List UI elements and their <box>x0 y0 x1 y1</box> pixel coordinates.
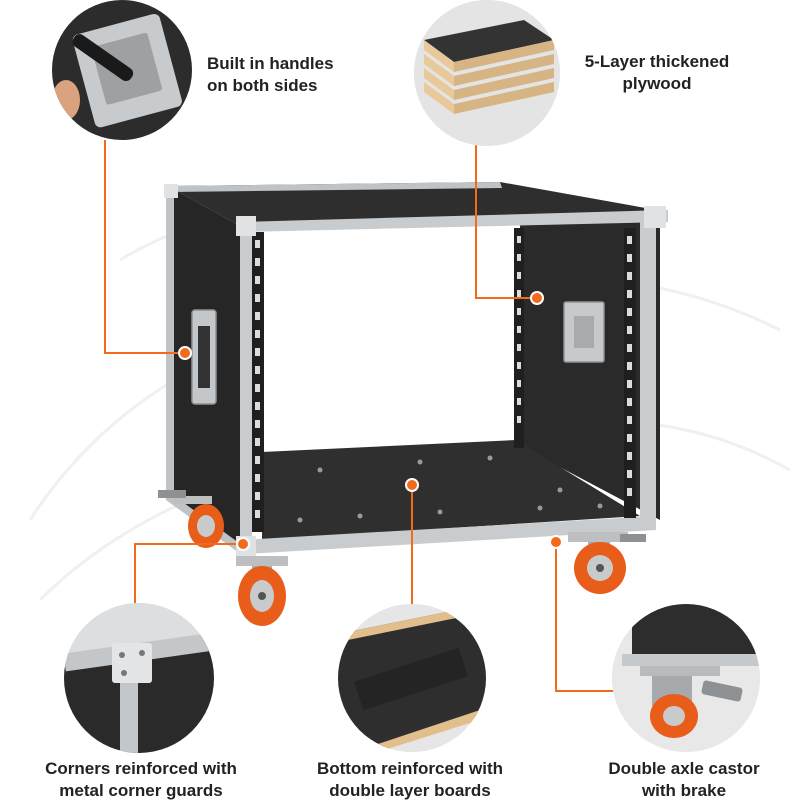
callout-handles-line2: on both sides <box>207 76 318 95</box>
callout-bottom-line1: Bottom reinforced with <box>316 759 504 778</box>
callout-castor-label: Double axle castor with brake <box>588 758 780 802</box>
callout-line-bottom-v <box>411 485 413 605</box>
castor-closeup-icon <box>612 604 760 752</box>
castor-closeup-image <box>612 604 760 752</box>
callout-castor-line2: with brake <box>641 781 727 800</box>
callout-plywood-line1: 5-Layer thickened <box>584 52 730 71</box>
castor-front-right <box>568 532 646 594</box>
callout-line-corners-h <box>134 543 240 545</box>
callout-handles-line1: Built in handles <box>207 54 334 73</box>
callout-line-handles-h <box>104 352 184 354</box>
bottom-board-closeup-image <box>338 604 486 752</box>
callout-line-plywood-v <box>475 145 477 298</box>
callout-corners-line2: metal corner guards <box>59 781 223 800</box>
callout-dot-castor <box>549 535 563 549</box>
callout-plywood-line2: plywood <box>622 74 692 93</box>
callout-dot-plywood <box>530 291 544 305</box>
corner-guard-closeup-image <box>64 603 214 753</box>
callout-line-plywood-h <box>475 297 535 299</box>
callout-line-handles-v <box>104 140 106 354</box>
callout-line-castor-h <box>555 690 617 692</box>
callout-line-castor-v <box>555 548 557 692</box>
callout-plywood-label: 5-Layer thickened plywood <box>572 51 742 95</box>
callout-bottom-line2: double layer boards <box>329 781 491 800</box>
bottom-board-closeup-icon <box>338 604 486 752</box>
castor-rear-left <box>158 490 224 548</box>
callout-dot-handles <box>178 346 192 360</box>
callout-corners-line1: Corners reinforced with <box>45 759 237 778</box>
callout-line-corners-v <box>134 543 136 607</box>
callout-castor-line1: Double axle castor <box>608 759 760 778</box>
handle-closeup-image <box>52 0 192 140</box>
castor-front-left <box>236 556 288 626</box>
callout-dot-bottom <box>405 478 419 492</box>
corner-guard-closeup-icon <box>64 603 214 753</box>
handle-closeup-icon <box>52 0 192 140</box>
callout-corners-label: Corners reinforced with metal corner gua… <box>22 758 260 802</box>
callout-handles-label: Built in handles on both sides <box>207 53 334 97</box>
callout-bottom-label: Bottom reinforced with double layer boar… <box>292 758 528 802</box>
plywood-closeup-image <box>414 0 560 146</box>
plywood-closeup-icon <box>414 0 560 146</box>
callout-dot-corners <box>236 537 250 551</box>
